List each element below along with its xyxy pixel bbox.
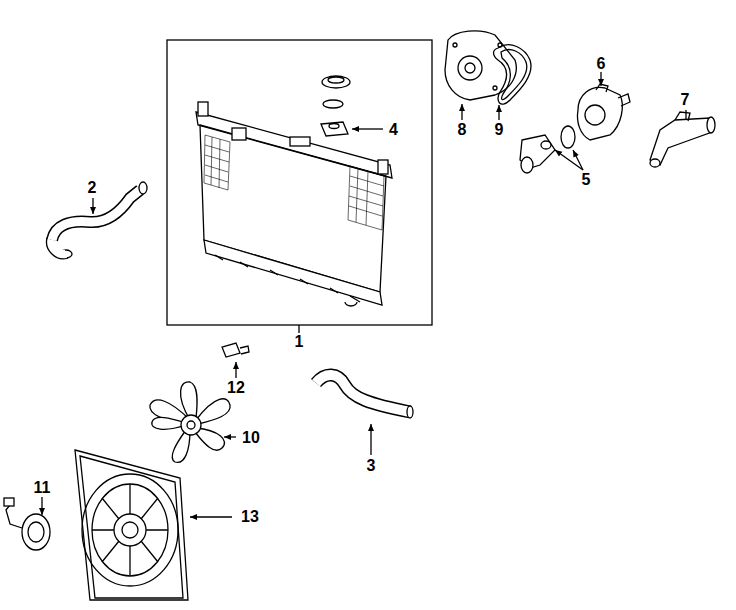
callout-number: 13 [240,509,260,525]
callout-number: 6 [596,56,607,72]
callout-number: 10 [241,430,261,446]
callout-number: 12 [226,380,246,396]
callout-number: 3 [366,458,377,474]
callout-number: 2 [87,180,98,196]
callout-number: 7 [680,92,691,108]
callout-number: 11 [33,480,52,496]
callout-number: 1 [294,334,305,350]
callout-number: 9 [494,122,505,138]
callout-number: 8 [457,122,468,138]
callout-number: 5 [581,172,592,188]
callout-number: 4 [388,122,399,138]
